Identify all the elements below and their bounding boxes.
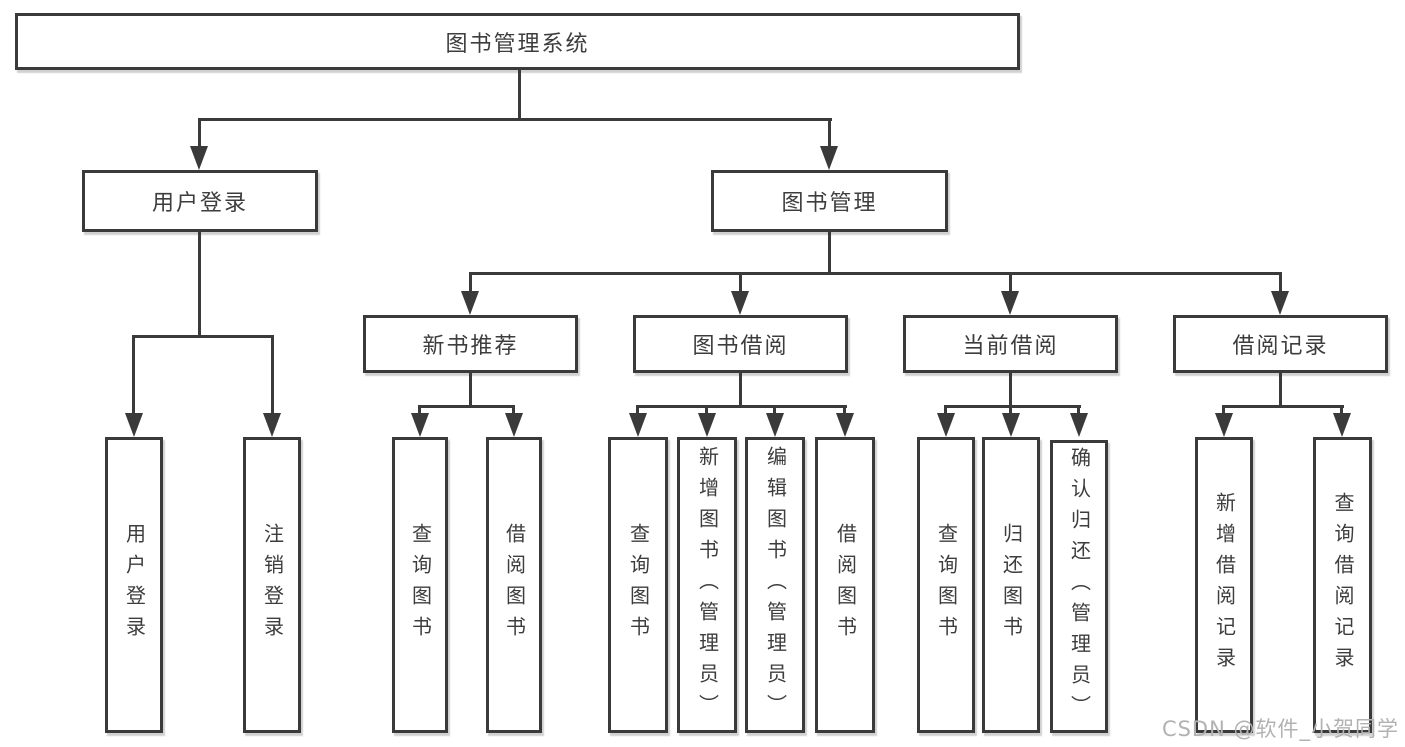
node-label: 确认归还（管理员） <box>1067 447 1092 726</box>
connector-vline <box>469 373 472 407</box>
node-nbr-query-books: 查询图书 <box>392 437 448 733</box>
arrowhead-down-icon <box>125 413 143 437</box>
node-label: 借阅记录 <box>1232 334 1329 359</box>
node-label: 借阅图书 <box>833 523 858 647</box>
connector-vline <box>828 232 831 275</box>
connector-vline <box>739 373 742 407</box>
node-label: 图书管理系统 <box>445 31 590 57</box>
node-label: 图书管理 <box>781 191 878 216</box>
node-cb-query-books: 查询图书 <box>917 437 975 733</box>
connector-vline <box>773 405 776 416</box>
node-book-management: 图书管理 <box>711 170 948 232</box>
node-cb-confirm-return-admin: 确认归还（管理员） <box>1050 440 1108 733</box>
node-bb-borrow-books: 借阅图书 <box>815 437 875 733</box>
connector-vline <box>636 405 639 416</box>
node-label: 归还图书 <box>999 523 1024 647</box>
connector-hline <box>945 405 1081 408</box>
node-book-borrow: 图书借阅 <box>633 315 848 373</box>
node-label: 用户登录 <box>122 523 147 647</box>
arrowhead-down-icon <box>766 413 784 437</box>
connector-vline <box>1279 373 1282 407</box>
connector-vline <box>518 68 521 121</box>
node-logout: 注销登录 <box>243 437 301 733</box>
connector-vline <box>828 118 831 150</box>
arrowhead-down-icon <box>937 413 955 437</box>
connector-vline <box>418 405 421 416</box>
node-bb-add-book-admin: 新增图书（管理员） <box>677 437 737 733</box>
arrowhead-down-icon <box>1070 413 1088 437</box>
arrowhead-down-icon <box>836 413 854 437</box>
connector-vline <box>705 405 708 416</box>
node-new-book-recommend: 新书推荐 <box>363 315 578 373</box>
node-label: 编辑图书（管理员） <box>763 445 788 725</box>
connector-vline <box>469 272 472 294</box>
node-user-login-leaf: 用户登录 <box>105 437 163 733</box>
arrowhead-down-icon <box>698 413 716 437</box>
arrowhead-down-icon <box>1001 291 1019 315</box>
node-user-login: 用户登录 <box>82 170 318 232</box>
arrowhead-down-icon <box>411 413 429 437</box>
connector-hline <box>469 272 1282 275</box>
connector-hline <box>1223 405 1344 408</box>
arrowhead-down-icon <box>731 291 749 315</box>
connector-vline <box>1340 405 1343 416</box>
node-current-borrow: 当前借阅 <box>903 315 1118 373</box>
connector-vline <box>512 405 515 416</box>
arrowhead-down-icon <box>820 146 838 170</box>
connector-vline <box>132 335 135 415</box>
connector-vline <box>1009 272 1012 294</box>
node-label: 借阅图书 <box>502 523 527 647</box>
connector-hline <box>419 405 515 408</box>
node-label: 当前借阅 <box>962 334 1059 359</box>
node-bb-query-books: 查询图书 <box>608 437 668 733</box>
node-cb-return-books: 归还图书 <box>982 437 1040 733</box>
connector-hline <box>198 118 832 121</box>
node-label: 查询图书 <box>408 523 433 647</box>
node-label: 查询借阅记录 <box>1331 492 1355 678</box>
arrowhead-down-icon <box>461 291 479 315</box>
node-label: 新书推荐 <box>422 334 519 359</box>
connector-vline <box>1222 405 1225 416</box>
node-label: 图书借阅 <box>692 334 789 359</box>
node-label: 用户登录 <box>151 191 248 216</box>
connector-hline <box>637 405 847 408</box>
node-br-query-record: 查询借阅记录 <box>1313 437 1372 733</box>
connector-vline <box>198 232 201 338</box>
connector-vline <box>1009 373 1012 407</box>
node-label: 注销登录 <box>260 523 285 647</box>
arrowhead-down-icon <box>263 413 281 437</box>
node-label: 查询图书 <box>934 523 959 647</box>
connector-vline <box>1279 272 1282 294</box>
watermark-text: CSDN @软件_小贺同学 <box>1161 717 1399 741</box>
node-borrow-records: 借阅记录 <box>1173 315 1388 373</box>
arrowhead-down-icon <box>1002 413 1020 437</box>
node-label: 新增借阅记录 <box>1212 492 1237 678</box>
arrowhead-down-icon <box>1333 413 1351 437</box>
node-label: 查询图书 <box>626 523 651 647</box>
arrowhead-down-icon <box>505 413 523 437</box>
connector-vline <box>1009 405 1012 416</box>
arrowhead-down-icon <box>1271 291 1289 315</box>
arrowhead-down-icon <box>629 413 647 437</box>
node-label: 新增图书（管理员） <box>695 445 720 725</box>
node-bb-edit-book-admin: 编辑图书（管理员） <box>745 437 805 733</box>
connector-vline <box>271 335 274 415</box>
arrowhead-down-icon <box>190 146 208 170</box>
node-nbr-borrow-books: 借阅图书 <box>486 437 542 733</box>
node-br-add-record: 新增借阅记录 <box>1195 437 1253 733</box>
connector-hline <box>133 335 274 338</box>
connector-vline <box>739 272 742 294</box>
connector-vline <box>1077 405 1080 416</box>
connector-vline <box>843 405 846 416</box>
connector-vline <box>198 118 201 150</box>
node-root: 图书管理系统 <box>15 13 1020 70</box>
connector-vline <box>944 405 947 416</box>
arrowhead-down-icon <box>1215 413 1233 437</box>
